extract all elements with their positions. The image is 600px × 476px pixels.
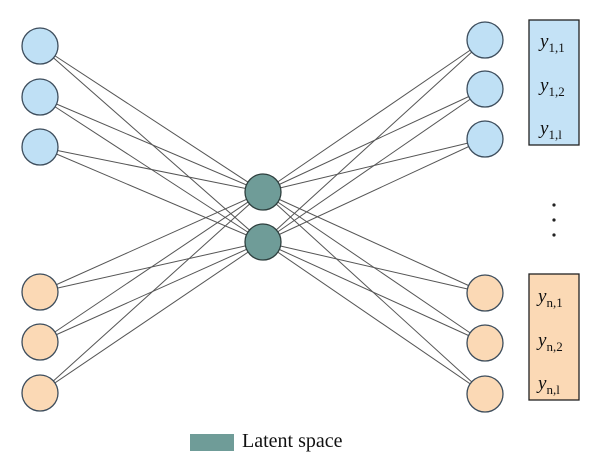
edge-latent-2-output-3	[262, 138, 486, 243]
latent-node-2	[244, 223, 282, 261]
legend-swatch	[190, 434, 234, 451]
output-label-yn2: yn,2	[536, 330, 563, 354]
output-label-y12: y1,2	[538, 75, 565, 99]
latent-node-1	[244, 173, 282, 211]
output-node-orange-3	[466, 375, 504, 413]
edge-latent-2-output-6	[262, 241, 486, 395]
edge-input-6-latent-1	[39, 191, 264, 394]
edge-latent-2-output-4	[262, 241, 486, 294]
output-node-orange-2	[466, 324, 504, 362]
network-nodes	[21, 21, 504, 413]
edge-latent-2-output-5	[262, 241, 486, 344]
edge-latent-1-output-1	[262, 39, 486, 193]
edge-input-2-latent-1	[39, 96, 264, 193]
output-node-blue-2	[466, 70, 504, 108]
edge-input-3-latent-2	[39, 146, 264, 243]
input-node-blue-1	[21, 27, 59, 65]
input-node-blue-3	[21, 128, 59, 166]
edge-latent-1-output-4	[262, 191, 486, 294]
edge-latent-2-output-1	[262, 39, 486, 243]
output-box-group-1	[528, 19, 580, 146]
input-node-orange-3	[21, 374, 59, 412]
output-node-blue-1	[466, 21, 504, 59]
edge-input-1-latent-1	[39, 45, 264, 193]
output-node-blue-3	[466, 120, 504, 158]
edge-input-5-latent-1	[39, 191, 264, 343]
vertical-ellipsis	[552, 203, 556, 237]
input-node-orange-2	[21, 323, 59, 361]
output-box-group-n	[528, 273, 580, 401]
output-label-y11: y1,1	[538, 31, 565, 55]
legend-label: Latent space	[242, 430, 343, 452]
edge-input-4-latent-1	[39, 191, 264, 293]
edge-input-6-latent-2	[39, 241, 264, 394]
connection-edges	[39, 39, 486, 395]
edge-input-3-latent-1	[39, 146, 264, 193]
output-label-y1l: y1,l	[538, 118, 562, 142]
edge-latent-2-output-2	[262, 88, 486, 243]
input-node-blue-2	[21, 78, 59, 116]
output-label-yn1: yn,1	[536, 286, 563, 310]
input-node-orange-1	[21, 273, 59, 311]
output-label-ynl: yn,l	[536, 373, 560, 397]
output-node-orange-1	[466, 274, 504, 312]
